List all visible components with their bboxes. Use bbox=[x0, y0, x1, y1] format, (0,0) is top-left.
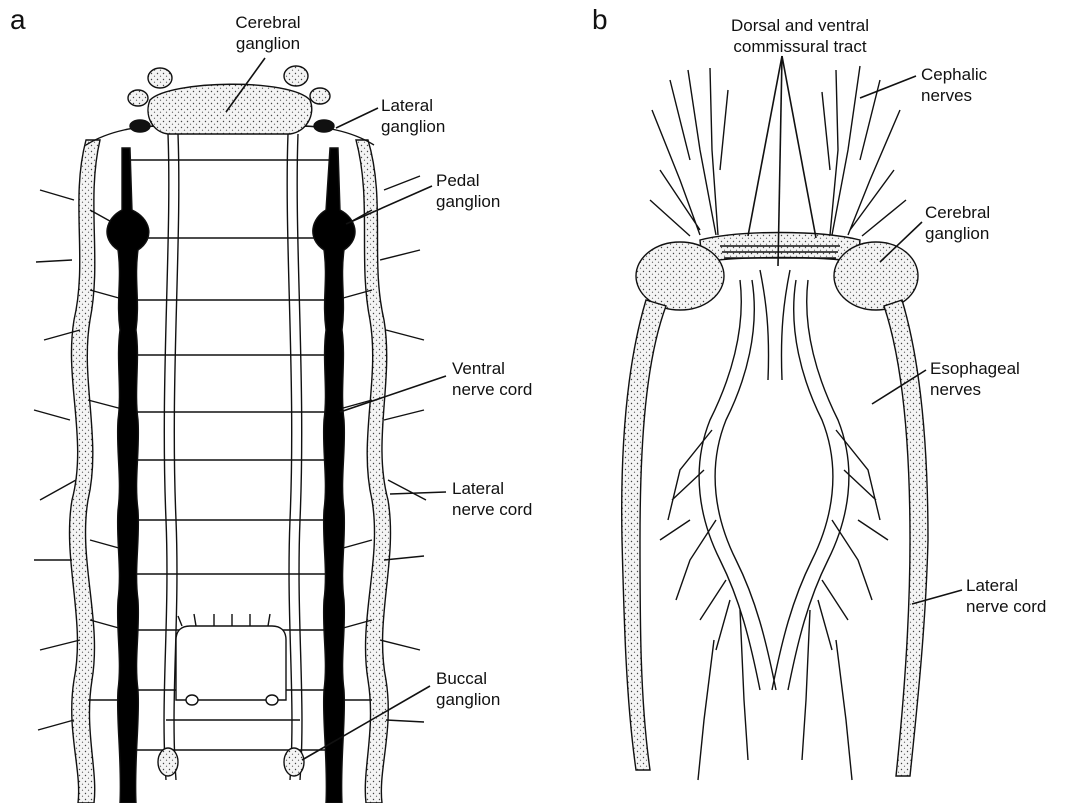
panel-b-drawing bbox=[622, 66, 928, 780]
panel-b-leaders bbox=[748, 56, 962, 604]
buccal-ganglion-left bbox=[158, 748, 178, 776]
lateral-cord-right bbox=[356, 140, 391, 803]
panel-a-letter: a bbox=[10, 5, 26, 35]
cerebral-ganglion-shape bbox=[148, 84, 312, 134]
panel-a-drawing bbox=[34, 66, 426, 803]
ventral-cord-left bbox=[107, 148, 149, 803]
lateral-cord-b-right bbox=[884, 300, 928, 776]
buccal-ganglion-right bbox=[284, 748, 304, 776]
ventral-cord-right bbox=[313, 148, 355, 803]
buccal-mass bbox=[176, 626, 286, 700]
panel-b-letter: b bbox=[592, 5, 608, 35]
cerebral-ganglion-b-left bbox=[636, 242, 724, 310]
cerebral-ganglion-b-right bbox=[834, 242, 918, 310]
lateral-cord-left bbox=[69, 140, 100, 803]
lateral-cord-b-left bbox=[622, 300, 666, 770]
